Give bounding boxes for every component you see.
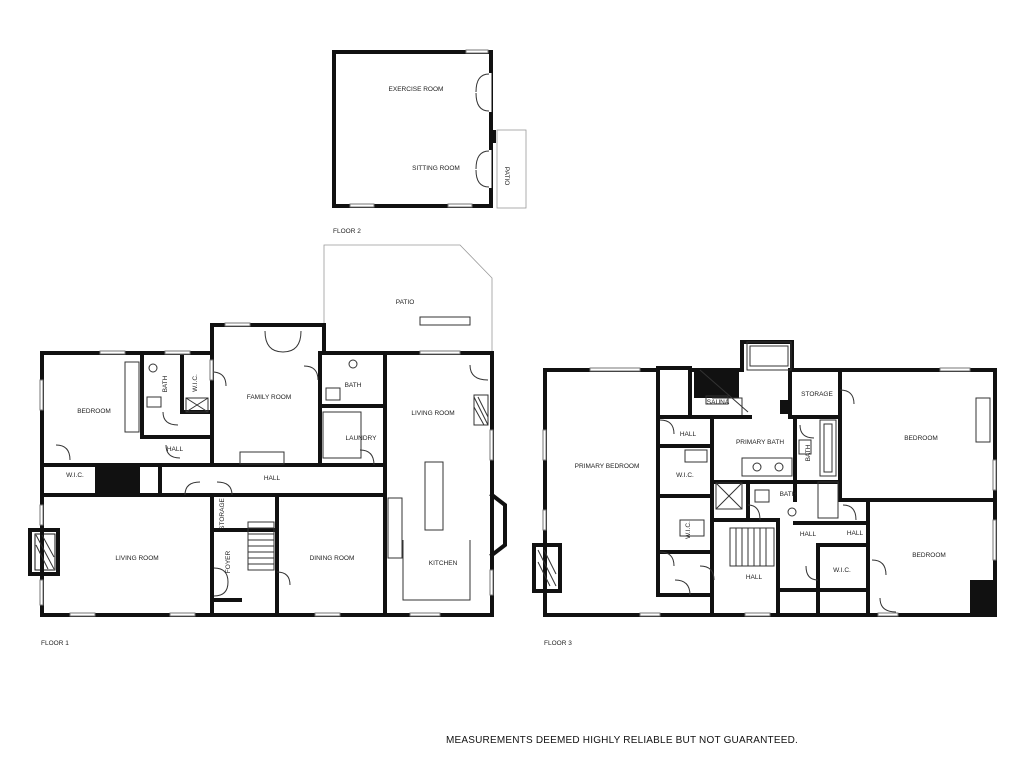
room-label-floor3-hall-1: HALL — [680, 431, 697, 438]
room-label-living-room-east: LIVING ROOM — [411, 410, 454, 417]
room-label-floor3-bedroom-2: BEDROOM — [912, 552, 946, 559]
room-label-floor3-bath-2: BATH — [780, 491, 797, 498]
room-label-floor1-wic: W.I.C. — [192, 374, 199, 392]
room-label-floor1-bedroom: BEDROOM — [77, 408, 111, 415]
room-label-floor3-wic-2: W.I.C. — [685, 521, 692, 539]
floor1-stair — [247, 521, 275, 571]
floor2-outer-walls — [332, 50, 493, 208]
floor-label-1: FLOOR 1 — [41, 640, 69, 647]
room-label-floor3-hall-2: HALL — [800, 531, 817, 538]
disclaimer-text: MEASUREMENTS DEEMED HIGHLY RELIABLE BUT … — [446, 735, 798, 746]
room-label-floor1-bath-2: BATH — [345, 382, 362, 389]
floor1-chimney — [95, 465, 140, 495]
floor2-chimney — [489, 130, 496, 143]
room-label-floor1-patio: PATIO — [396, 299, 415, 306]
room-label-kitchen: KITCHEN — [429, 560, 458, 567]
room-label-family-room: FAMILY ROOM — [247, 394, 292, 401]
kitchen-bay-window — [489, 492, 507, 558]
room-label-primary-bedroom: PRIMARY BEDROOM — [575, 463, 640, 470]
bathtub-primary — [746, 341, 792, 371]
fireplace-floor3 — [532, 543, 562, 593]
room-label-floor3-hall-3: HALL — [847, 530, 864, 537]
room-label-laundry: LAUNDRY — [346, 435, 378, 442]
room-label-sitting-room: SITTING ROOM — [412, 165, 460, 172]
kitchen-counter — [402, 540, 471, 601]
vanity-primary — [741, 457, 793, 477]
labels: EXERCISE ROOM SITTING ROOM PATIO FLOOR 2… — [41, 86, 946, 647]
room-label-floor1-bath-1: BATH — [162, 375, 169, 392]
floor-label-2: FLOOR 2 — [333, 228, 361, 235]
room-label-floor3-wic-3: W.I.C. — [833, 567, 851, 574]
floor-1-plan — [28, 244, 507, 617]
kitchen-island — [424, 461, 444, 531]
floor2-patio-area — [496, 129, 527, 209]
room-label-floor3-wic-1: W.I.C. — [676, 472, 694, 479]
room-label-floor1-storage: STORAGE — [219, 498, 226, 530]
room-label-floor3-storage: STORAGE — [801, 391, 833, 398]
floor-2-plan — [332, 49, 527, 209]
floor3-outer-walls — [543, 340, 997, 617]
floor3-chimney — [970, 580, 995, 615]
room-label-exercise-room: EXERCISE ROOM — [389, 86, 444, 93]
room-label-floor1-hall-2: HALL — [264, 475, 281, 482]
room-label-foyer: FOYER — [225, 551, 232, 574]
room-label-floor2-patio: PATIO — [503, 167, 510, 186]
room-label-floor3-bedroom-1: BEDROOM — [904, 435, 938, 442]
floor-label-3: FLOOR 3 — [544, 640, 572, 647]
room-label-living-room-west: LIVING ROOM — [115, 555, 158, 562]
floor3-stair — [729, 527, 775, 567]
fireplace-west — [28, 528, 60, 576]
room-label-primary-bath: PRIMARY BATH — [736, 439, 784, 446]
room-label-floor3-hall-4: HALL — [746, 574, 763, 581]
patio-bench — [419, 316, 471, 326]
room-label-floor1-wic-2: W.I.C. — [66, 472, 84, 479]
room-label-dining-room: DINING ROOM — [310, 555, 355, 562]
room-label-floor1-hall-1: HALL — [167, 446, 184, 453]
room-label-sauna: SAUNA — [707, 399, 730, 406]
floor-3-plan — [532, 340, 997, 617]
room-label-floor3-bath-vertical: BATH — [805, 444, 812, 461]
